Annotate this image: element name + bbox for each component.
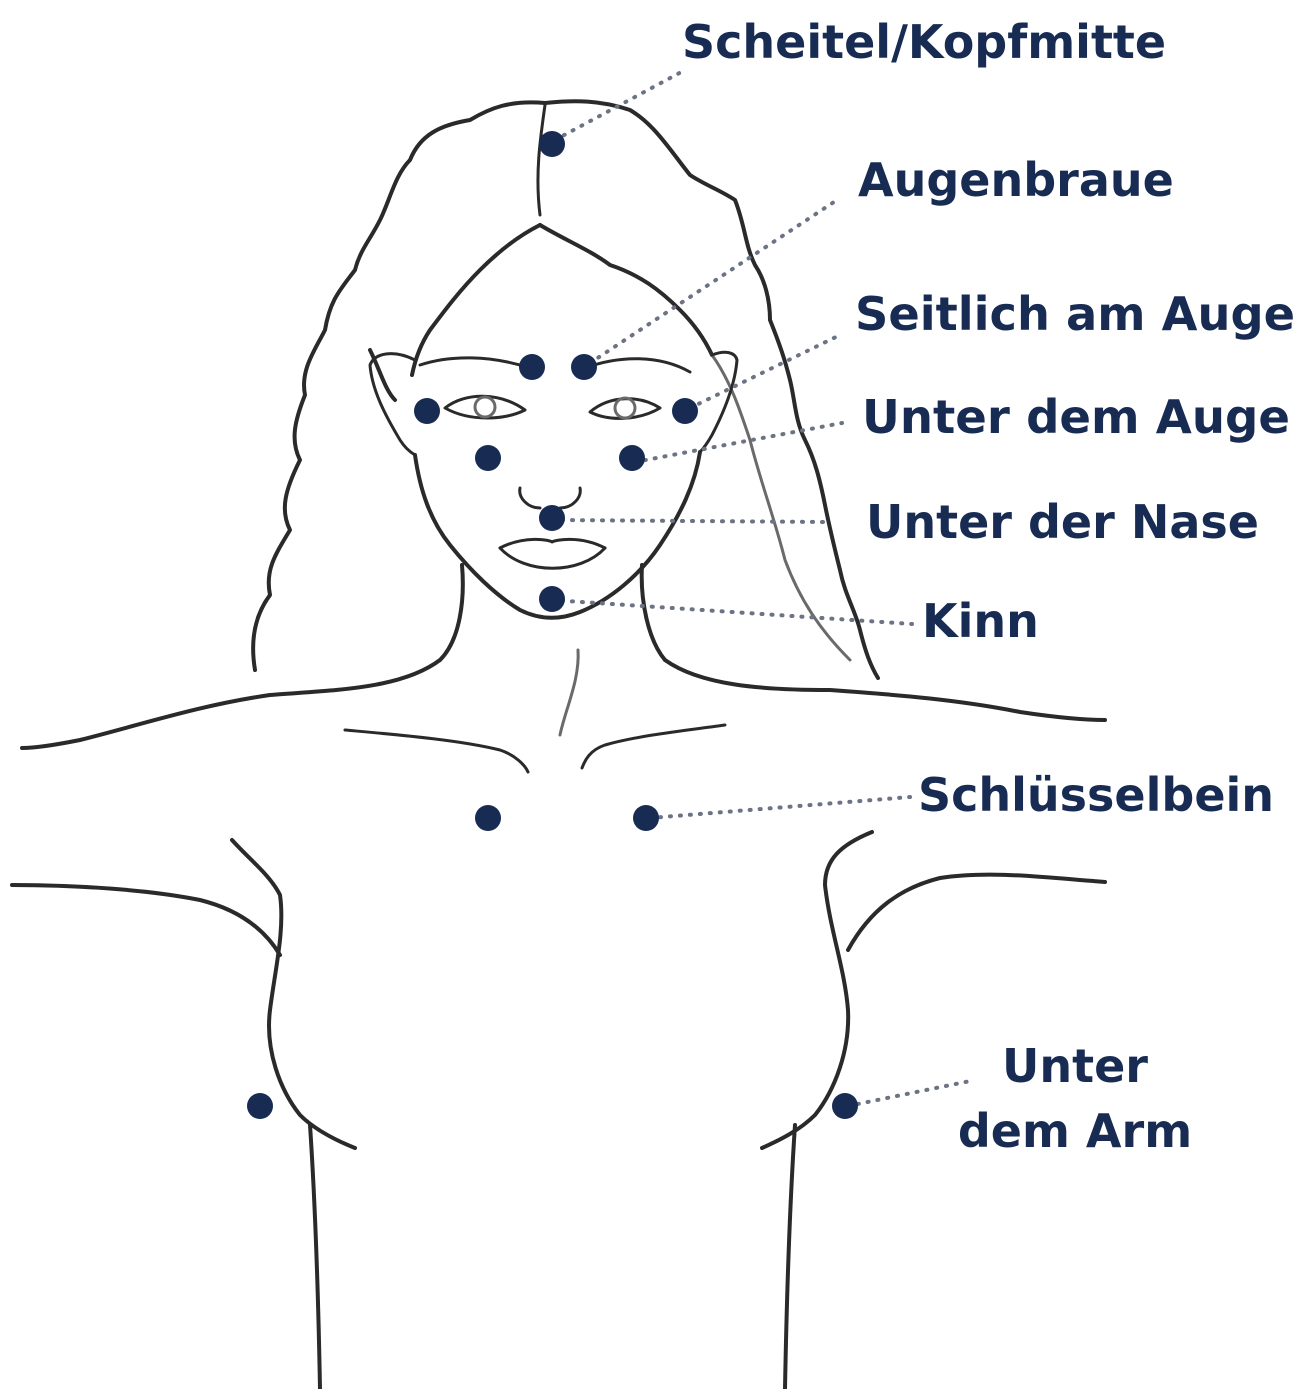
arm-right-upper: [848, 875, 1105, 950]
neck-left: [440, 565, 463, 660]
label-crown: Scheitel/Kopfmitte: [682, 15, 1166, 69]
eyebrow-left: [420, 358, 530, 368]
point-collarbone-left: [475, 805, 501, 831]
label-under-eye: Unter dem Auge: [862, 390, 1290, 444]
leader-side-of-eye: [690, 335, 840, 408]
mouth-lower: [500, 548, 605, 568]
point-crown: [539, 131, 565, 157]
leader-under-nose: [552, 520, 828, 522]
point-under-nose: [539, 505, 565, 531]
eyebrow-right: [585, 359, 690, 372]
leader-lines: [552, 70, 975, 1106]
label-under-arm-line1: Unter: [1002, 1039, 1148, 1093]
point-under-arm-left: [247, 1093, 273, 1119]
point-side-of-eye-left: [414, 398, 440, 424]
leader-collarbone: [650, 797, 910, 818]
label-eyebrow: Augenbraue: [858, 153, 1174, 207]
collarbone-right: [582, 725, 725, 768]
point-chin: [539, 586, 565, 612]
leader-under-arm: [848, 1080, 975, 1106]
shoulder-right: [665, 660, 1105, 720]
mouth-upper: [500, 539, 605, 548]
leader-eyebrow: [590, 198, 840, 363]
torso-right: [785, 1125, 795, 1389]
point-under-arm-right: [832, 1093, 858, 1119]
label-side-of-eye: Seitlich am Auge: [855, 287, 1295, 341]
arm-left-upper: [12, 885, 280, 955]
iris-right: [615, 398, 635, 418]
point-eyebrow-right: [571, 354, 597, 380]
point-eyebrow-left: [519, 354, 545, 380]
label-chin: Kinn: [922, 594, 1039, 648]
shoulder-left: [22, 660, 440, 748]
collarbone-left: [345, 730, 528, 772]
label-collarbone: Schlüsselbein: [918, 768, 1274, 822]
labels: Scheitel/Kopfmitte Augenbraue Seitlich a…: [682, 15, 1295, 1158]
point-under-eye-right: [619, 445, 645, 471]
point-side-of-eye-right: [672, 398, 698, 424]
nose-left: [520, 488, 540, 508]
hairline-left: [412, 225, 540, 375]
hairline-right: [540, 225, 712, 355]
point-under-eye-left: [475, 445, 501, 471]
iris-left: [475, 397, 495, 417]
label-under-nose: Unter der Nase: [866, 495, 1259, 549]
hair-part: [538, 105, 545, 215]
hair-outer-left: [253, 102, 545, 670]
nose-right: [560, 488, 580, 508]
hair-outer-right: [545, 101, 878, 678]
neck-right: [642, 565, 665, 660]
eye-left: [445, 396, 525, 418]
torso-left: [310, 1125, 320, 1389]
point-collarbone-right: [633, 805, 659, 831]
eye-right: [590, 399, 660, 419]
tapping-points: [247, 131, 858, 1119]
label-under-arm-line2: dem Arm: [958, 1104, 1192, 1158]
neck-center: [560, 650, 578, 735]
